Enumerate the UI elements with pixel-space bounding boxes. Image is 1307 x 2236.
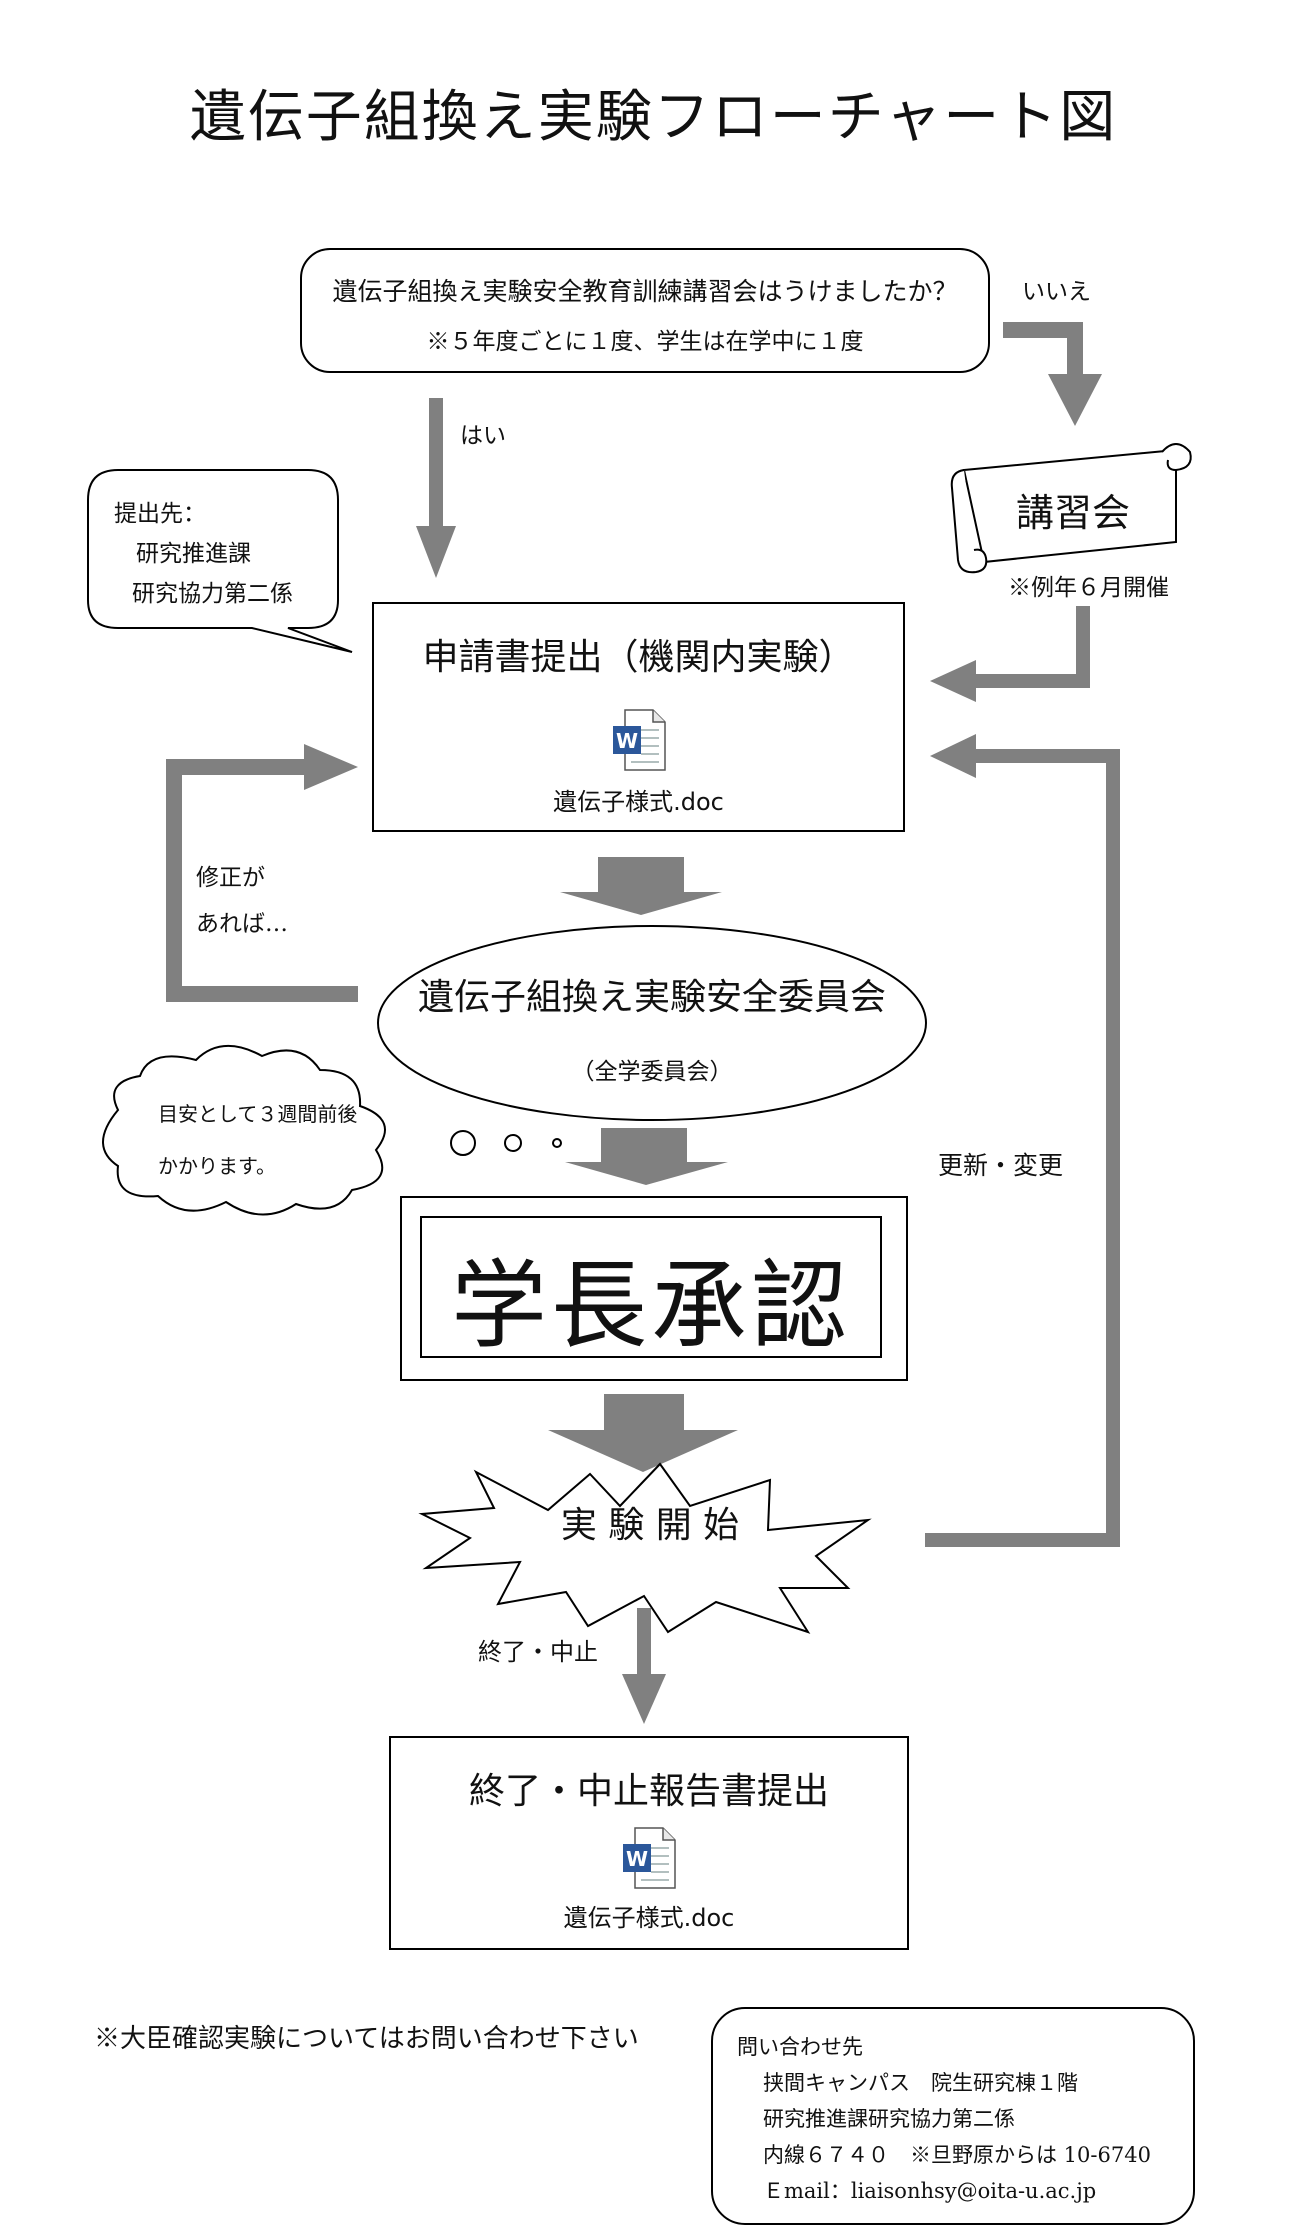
page-title: 遺伝子組換え実験フローチャート図 — [189, 85, 1118, 150]
end-report-file-name[interactable]: 遺伝子様式.doc — [563, 1904, 735, 1932]
answer-yes: はい — [460, 423, 506, 449]
arrow-start-to-end — [622, 1608, 666, 1724]
end-label: 終了・中止 — [478, 1638, 598, 1666]
question-box: 遺伝子組換え実験安全教育訓練講習会はうけましたか？ ※５年度ごとに１度、学生は在… — [300, 248, 990, 373]
approval-box — [400, 1196, 908, 1381]
contact-heading: 問い合わせ先 — [737, 2035, 863, 2059]
start-burst — [418, 1462, 872, 1634]
arrow-approval-to-start — [548, 1394, 738, 1472]
arrow-yes — [416, 398, 456, 578]
answer-no: いいえ — [1022, 279, 1091, 305]
question-text: 遺伝子組換え実験安全教育訓練講習会はうけましたか？ — [332, 277, 958, 306]
arrow-revision-loop — [166, 744, 358, 1002]
application-file-name[interactable]: 遺伝子様式.doc — [553, 788, 724, 816]
arrow-lecture-to-application — [930, 606, 1090, 702]
approval-inner-frame — [420, 1216, 882, 1358]
arrow-application-to-committee — [560, 857, 722, 915]
lecture-label: 講習会 — [1016, 491, 1131, 535]
duration-cloud — [102, 1044, 386, 1216]
revision-line2: あれば… — [196, 911, 288, 937]
end-report-title: 終了・中止報告書提出 — [468, 1771, 829, 1812]
submit-to-section: 研究協力第二係 — [132, 581, 293, 607]
contact-section: 研究推進課研究協力第二係 — [763, 2107, 1015, 2131]
committee-sub: （全学委員会） — [571, 1059, 733, 1085]
committee-title: 遺伝子組換え実験安全委員会 — [417, 977, 886, 1018]
end-report-box: 終了・中止報告書提出 W 遺伝子様式.doc — [389, 1736, 909, 1950]
contact-email[interactable]: Ｅmail：liaisonhsy@oita-u.ac.jp — [763, 2179, 1097, 2203]
duration-line1: 目安として３週間前後 — [158, 1102, 358, 1126]
approval-text: 学長承認 — [451, 1250, 851, 1362]
question-note: ※５年度ごとに１度、学生は在学中に１度 — [426, 329, 864, 355]
arrow-committee-to-approval — [565, 1128, 728, 1185]
arrow-no — [1003, 322, 1102, 426]
svg-text:W: W — [626, 1847, 648, 1871]
svg-text:W: W — [615, 729, 637, 753]
duration-line2: かかります。 — [158, 1154, 276, 1178]
start-text: 実 験 開 始 — [560, 1505, 740, 1546]
application-box: 申請書提出（機関内実験） W 遺伝子様式.doc — [372, 602, 905, 832]
minister-note: ※大臣確認実験についてはお問い合わせ下さい — [94, 2024, 639, 2054]
submit-to-department: 研究推進課 — [136, 541, 251, 567]
update-change-label: 更新・変更 — [938, 1151, 1064, 1180]
revision-line1: 修正が — [196, 865, 265, 891]
submit-to-heading: 提出先： — [114, 501, 206, 527]
contact-box: 問い合わせ先 挟間キャンパス 院生研究棟１階 研究推進課研究協力第二係 内線６７… — [711, 2007, 1195, 2225]
application-title: 申請書提出（機関内実験） — [422, 637, 855, 678]
word-doc-icon[interactable]: W — [611, 708, 667, 772]
lecture-note: ※例年６月開催 — [1008, 575, 1169, 601]
lecture-scroll — [950, 443, 1192, 574]
contact-extension: 内線６７４０ ※旦野原からは 10-6740 — [763, 2143, 1151, 2167]
word-doc-icon[interactable]: W — [621, 1826, 677, 1890]
submit-to-balloon — [87, 469, 353, 653]
committee-ellipse — [377, 925, 927, 1121]
arrow-update-loop — [925, 734, 1120, 1547]
contact-location: 挟間キャンパス 院生研究棟１階 — [763, 2071, 1078, 2095]
